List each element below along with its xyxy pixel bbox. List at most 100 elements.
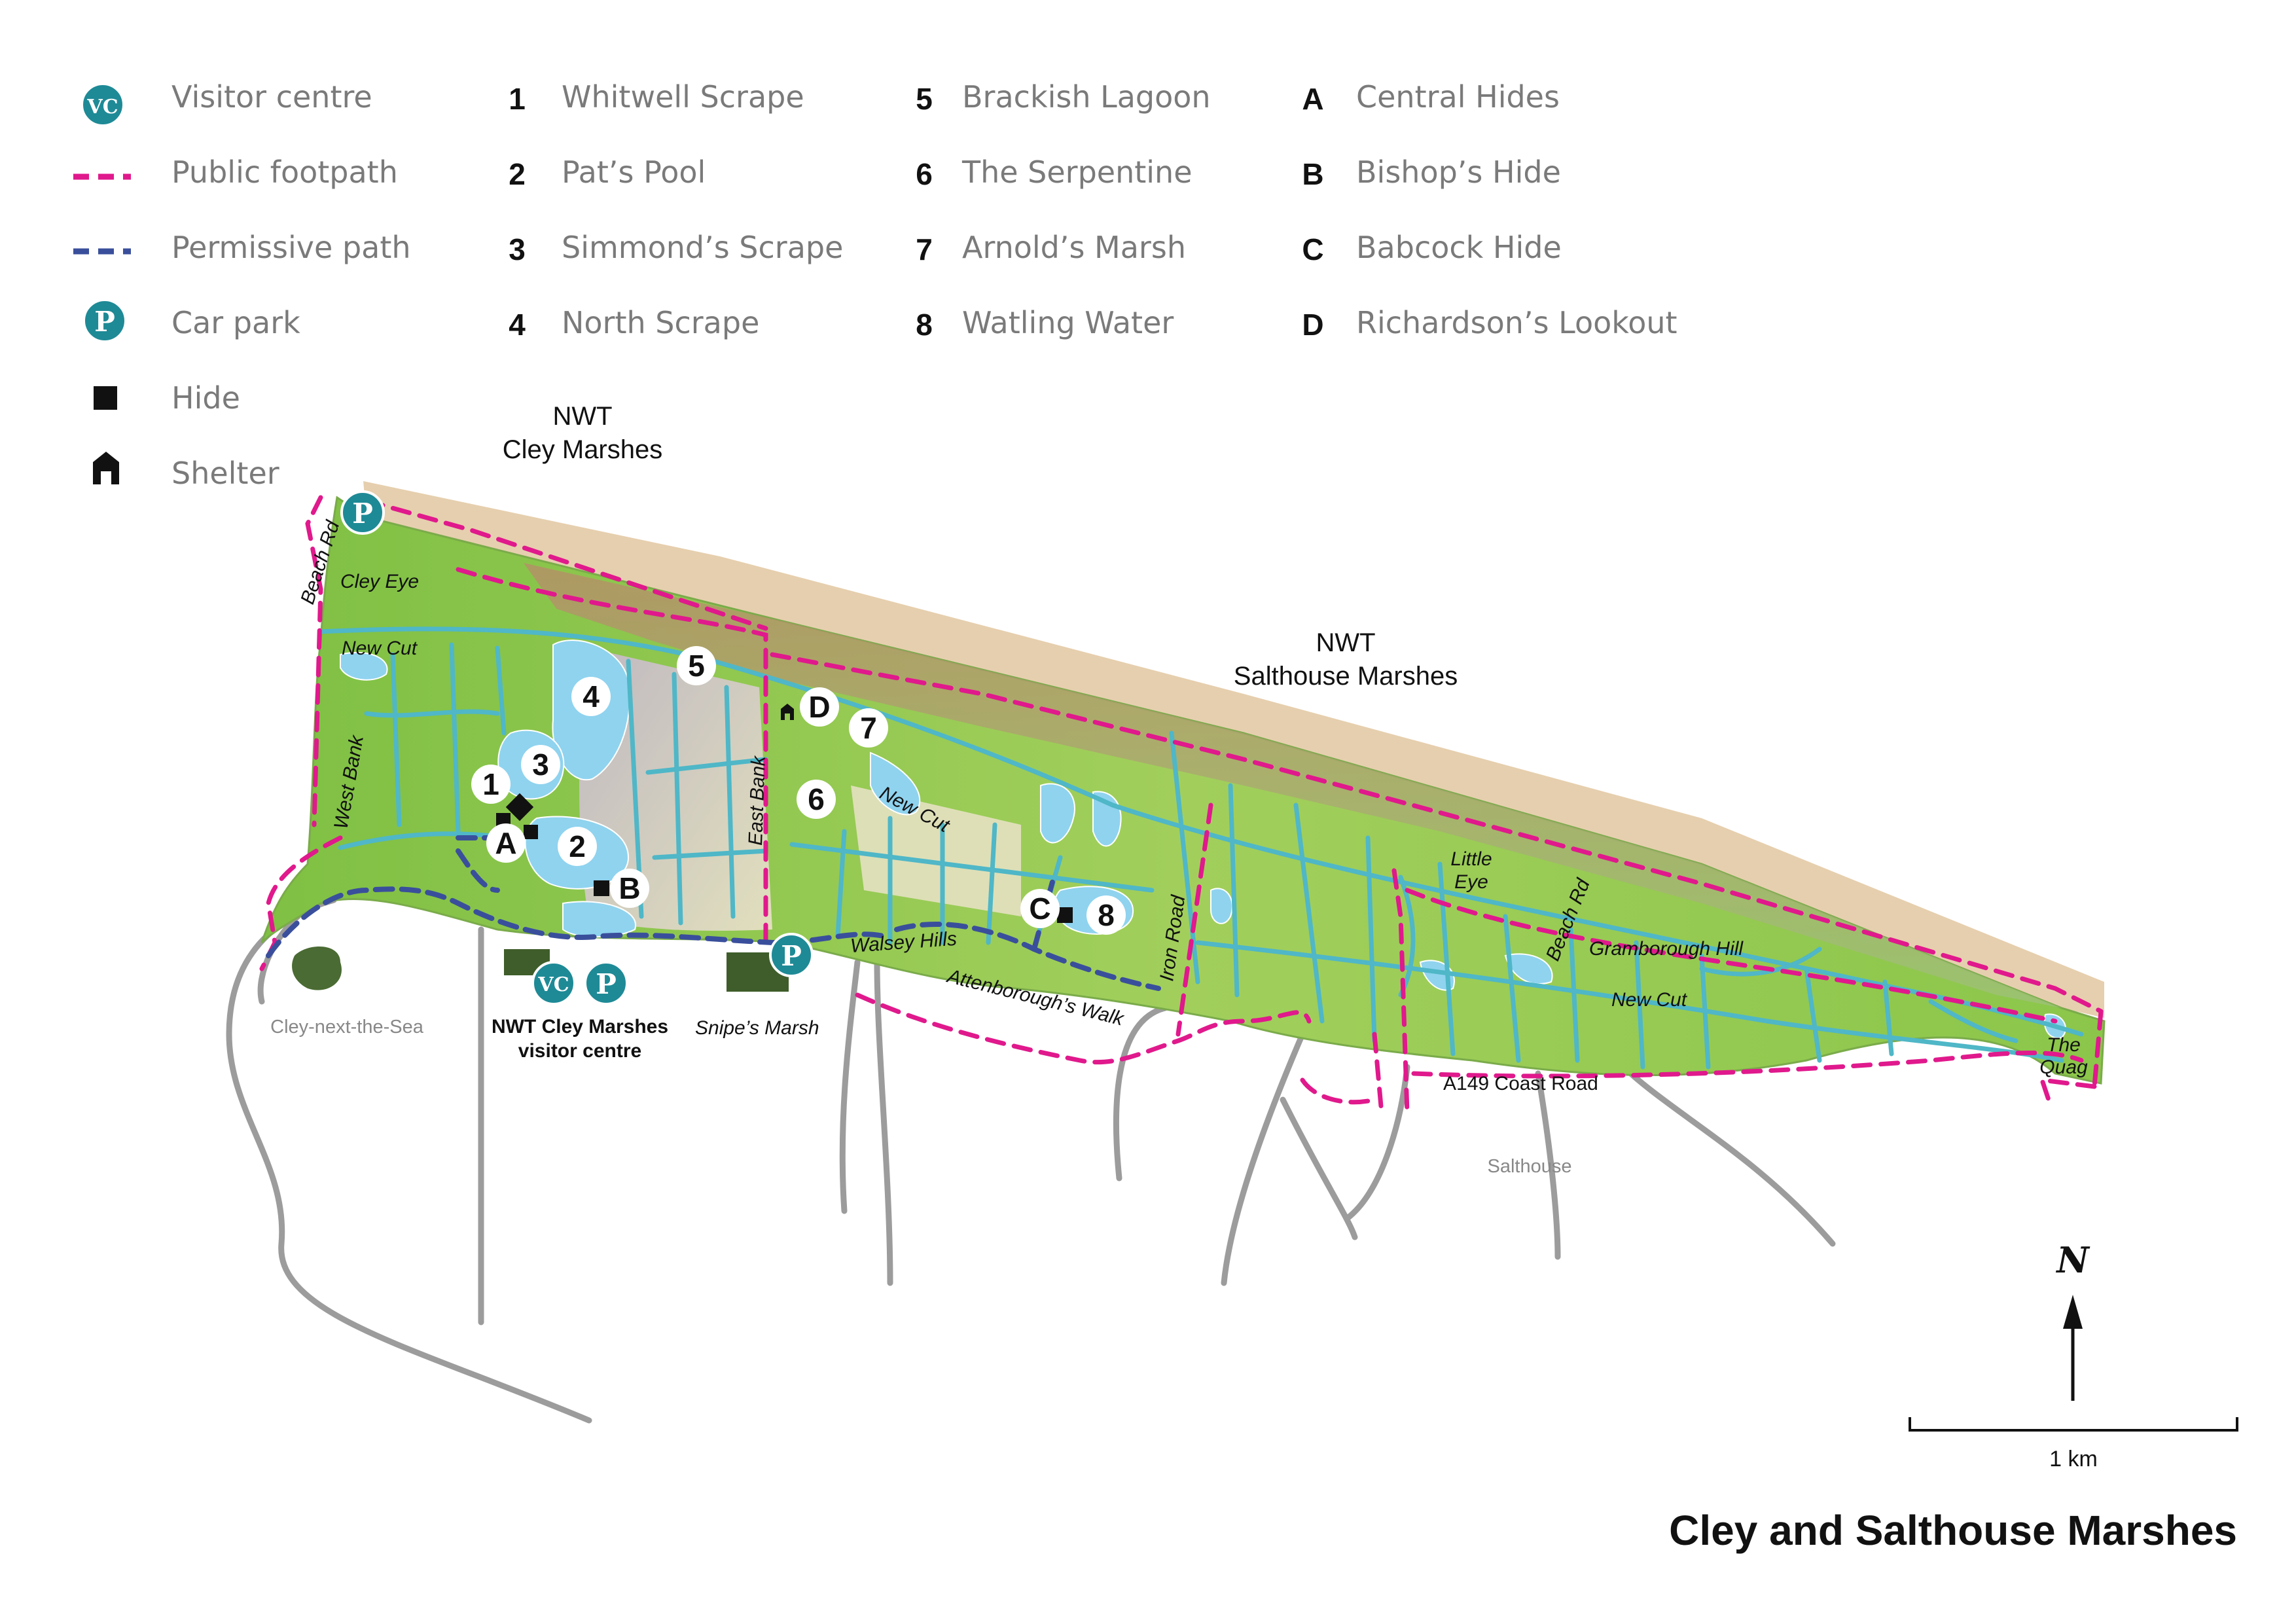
legend-label: Permissive path <box>171 230 411 265</box>
site-marker-3: 3 <box>521 745 560 784</box>
svg-text:3: 3 <box>532 748 549 782</box>
legend-label: Watling Water <box>962 305 1174 340</box>
legend-label: Babcock Hide <box>1356 230 1562 265</box>
legend-numbered-2: 5 Brackish Lagoon 6 The Serpentine 7 Arn… <box>916 79 1210 342</box>
svg-text:B: B <box>619 871 640 905</box>
svg-text:1: 1 <box>482 767 499 801</box>
site-marker-a: A <box>486 823 526 863</box>
shingle-beach <box>363 481 2104 1018</box>
site-marker-c: C <box>1020 889 1060 928</box>
site-marker-1: 1 <box>471 765 511 804</box>
svg-text:7: 7 <box>860 711 877 745</box>
legend-visitor-centre: VC Visitor centre <box>81 79 372 127</box>
legend-car-park: P Car park <box>82 298 300 343</box>
shelter-icon <box>93 452 119 484</box>
legend-label: Central Hides <box>1356 79 1560 115</box>
svg-text:VC: VC <box>537 973 569 996</box>
car-park-icon: P <box>584 961 628 1005</box>
the-quag-label-1: The <box>2047 1034 2081 1056</box>
legend-label: Visitor centre <box>171 79 372 115</box>
hide-icon <box>505 793 534 821</box>
legend-key: B <box>1302 157 1323 191</box>
hide-icon <box>1057 907 1073 923</box>
legend-label: Hide <box>171 380 240 416</box>
svg-text:C: C <box>1029 892 1050 926</box>
cley-region-label-2: Cley Marshes <box>503 435 663 464</box>
svg-text:8: 8 <box>1098 898 1115 932</box>
legend-key: 8 <box>916 308 933 342</box>
svg-text:4: 4 <box>583 679 600 713</box>
site-marker-8: 8 <box>1086 895 1126 935</box>
snipes-marsh-label: Snipe’s Marsh <box>695 1017 819 1039</box>
legend-label: Bishop’s Hide <box>1356 154 1561 190</box>
legend-key: D <box>1302 308 1323 342</box>
legend-label: Simmond’s Scrape <box>562 230 843 265</box>
legend-permissive-path: Permissive path <box>73 230 411 265</box>
svg-text:VC: VC <box>86 96 118 118</box>
cley-region-label-1: NWT <box>552 402 612 431</box>
visitor-centre-label-2: visitor centre <box>518 1040 641 1062</box>
legend-label: Public footpath <box>171 154 398 190</box>
legend-key: C <box>1302 232 1323 266</box>
cley-next-the-sea-label: Cley-next-the-Sea <box>270 1017 424 1038</box>
new-cut-west-label: New Cut <box>342 638 418 659</box>
legend-lettered: A Central Hides B Bishop’s Hide C Babcoc… <box>1302 79 1677 342</box>
site-marker-d: D <box>800 687 839 727</box>
dune-ridge <box>524 563 2062 1008</box>
shelter-icon <box>781 704 794 720</box>
svg-text:D: D <box>808 690 830 724</box>
legend-shelter: Shelter <box>93 452 279 491</box>
car-park-icon: P <box>82 298 127 343</box>
svg-text:5: 5 <box>688 649 705 683</box>
legend-label: North Scrape <box>562 305 759 340</box>
gramborough-hill-label: Gramborough Hill <box>1589 938 1744 960</box>
roads-background <box>226 897 1836 1424</box>
site-marker-5: 5 <box>677 646 716 685</box>
svg-text:P: P <box>596 968 617 1000</box>
east-bank-label: East Bank <box>745 754 770 846</box>
cley-woodland <box>292 947 342 990</box>
svg-text:6: 6 <box>808 782 825 816</box>
cley-eye-label: Cley Eye <box>340 571 419 592</box>
site-marker-7: 7 <box>849 708 888 748</box>
legend-key: 2 <box>509 157 526 191</box>
salthouse-region-label-2: Salthouse Marshes <box>1234 662 1458 691</box>
legend: VC Visitor centre Public footpath Permis… <box>73 79 1677 491</box>
svg-text:P: P <box>352 497 373 530</box>
hide-icon <box>94 386 117 410</box>
car-park-icon: P <box>769 933 814 977</box>
site-marker-b: B <box>610 869 649 908</box>
salthouse-label: Salthouse <box>1488 1156 1572 1177</box>
legend-label: Car park <box>171 305 300 340</box>
scale-bar: 1 km <box>1909 1417 2238 1471</box>
legend-key: 4 <box>509 308 526 342</box>
legend-label: Richardson’s Lookout <box>1356 305 1677 340</box>
legend-label: Brackish Lagoon <box>962 79 1211 115</box>
legend-key: A <box>1302 82 1323 116</box>
map-site-markers: 1 3 2 4 5 6 7 8 A B C D <box>471 646 1126 935</box>
public-footpath-routes <box>259 495 2104 1115</box>
svg-text:P: P <box>94 306 115 338</box>
legend-public-footpath: Public footpath <box>73 154 398 190</box>
legend-key: 5 <box>916 82 933 116</box>
hide-icon <box>524 825 538 839</box>
the-quag-label-2: Quag <box>2039 1056 2088 1078</box>
visitor-centre-label-1: NWT Cley Marshes <box>492 1016 668 1038</box>
visitor-centre-icon: VC <box>531 961 576 1005</box>
legend-label: The Serpentine <box>961 154 1193 190</box>
svg-text:P: P <box>781 940 802 972</box>
a149-label: A149 Coast Road <box>1443 1073 1598 1094</box>
site-marker-6: 6 <box>797 780 836 819</box>
site-marker-4: 4 <box>571 677 611 716</box>
legend-label: Shelter <box>171 456 279 491</box>
legend-key: 7 <box>916 232 933 266</box>
north-arrow: N <box>2055 1239 2090 1401</box>
scale-label: 1 km <box>2049 1447 2098 1471</box>
salthouse-region-label-1: NWT <box>1316 628 1375 657</box>
legend-numbered: 1 Whitwell Scrape 2 Pat’s Pool 3 Simmond… <box>509 79 843 342</box>
little-eye-label-1: Little <box>1450 848 1492 870</box>
north-label: N <box>2055 1239 2090 1281</box>
site-marker-2: 2 <box>558 827 597 866</box>
map-title: Cley and Salthouse Marshes <box>1669 1507 2237 1554</box>
